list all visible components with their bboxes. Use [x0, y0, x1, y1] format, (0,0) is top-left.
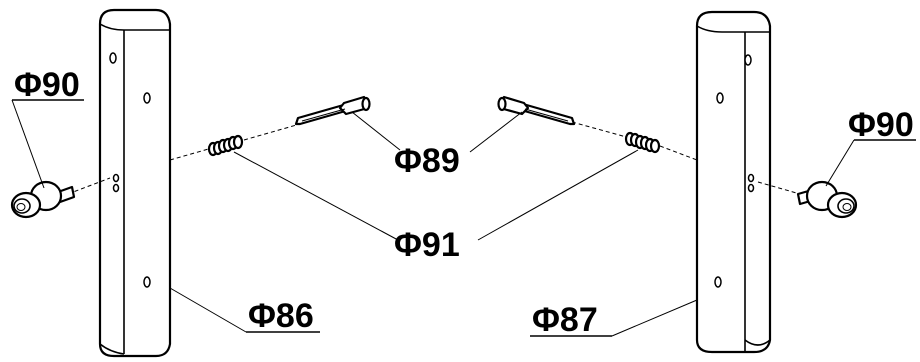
right-pin [497, 95, 576, 126]
left-pin-centerline [169, 123, 301, 161]
leader-spring-left [233, 151, 399, 241]
leader-knob-right [825, 139, 855, 187]
leader-pin-left [351, 111, 401, 151]
callout-bar-left: Φ86 [248, 297, 314, 335]
left-knob-centerline [67, 177, 111, 195]
leader-bar-right [611, 299, 698, 337]
callout-bar-right: Φ87 [532, 301, 598, 339]
callout-pin: Φ89 [394, 142, 460, 180]
right-bar [695, 10, 772, 354]
callout-knob-left: Φ90 [14, 66, 80, 104]
left-pin [294, 95, 371, 126]
leader-spring-right [477, 149, 639, 241]
right-pin-centerline [571, 121, 698, 161]
right-knob-centerline [757, 181, 801, 195]
left-knob [10, 180, 76, 219]
right-knob [796, 180, 858, 219]
leader-knob-left [11, 99, 45, 189]
left-bar [98, 8, 172, 358]
leader-bar-left [169, 287, 247, 333]
left-spring [207, 134, 244, 157]
right-spring [624, 131, 661, 154]
callout-spring: Φ91 [394, 226, 460, 264]
callout-knob-right: Φ90 [848, 106, 914, 144]
leader-pin-right [469, 111, 523, 153]
